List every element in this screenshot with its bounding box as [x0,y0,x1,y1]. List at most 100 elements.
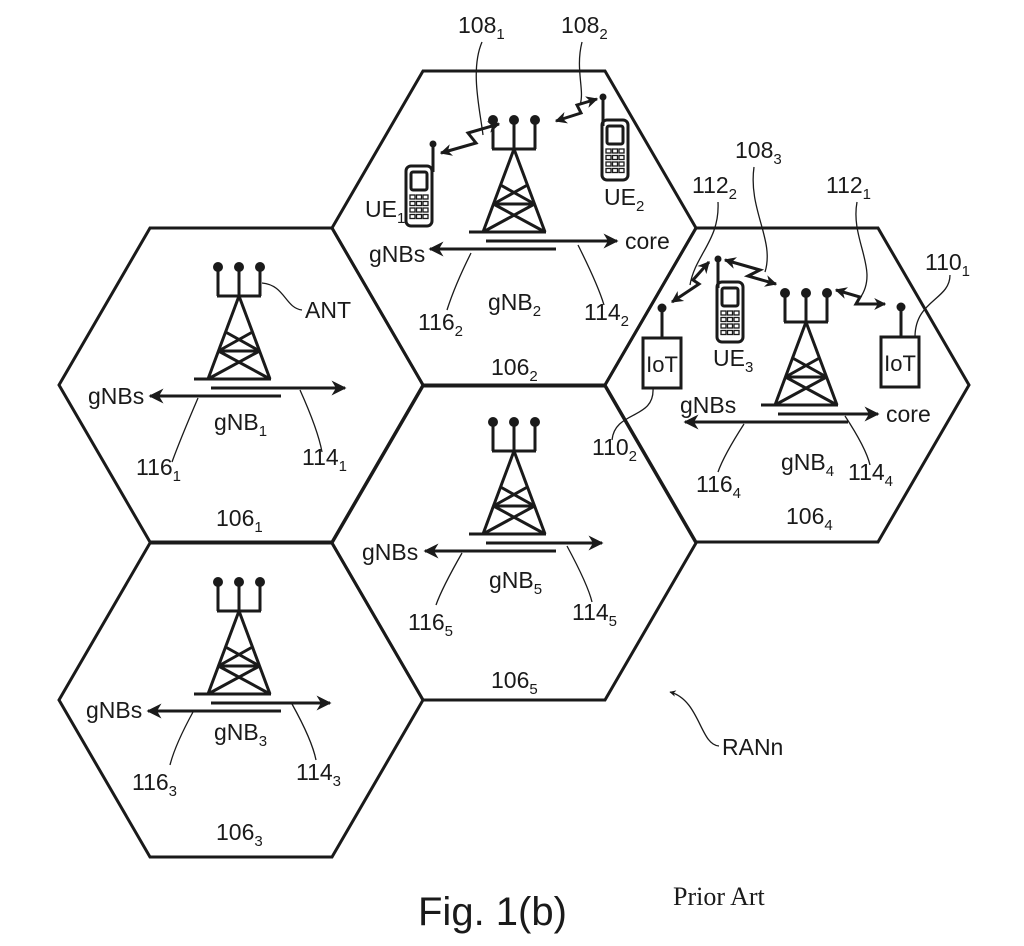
antenna-dot [234,262,244,272]
phone-key [733,323,740,329]
prior-art-note: Prior Art [673,882,766,911]
antenna-dot [780,288,790,298]
cell-id-label: 1061 [216,505,263,536]
tower-leg [512,148,547,233]
phone-screen [409,170,429,192]
gnb-label: gNB1 [214,409,267,440]
gnbs-label: gNBs [88,383,144,409]
radio-link-112-1 [834,287,887,310]
antenna-dot [213,262,223,272]
phone-key [605,161,612,167]
tower-brace [784,356,821,379]
phone-key [618,148,625,154]
ref-label-112: 1121 [826,172,871,203]
leader-line [752,166,768,273]
leader-line [717,423,745,473]
tower-leg [206,295,241,380]
tower-leg [481,148,516,233]
phone-key [618,161,625,167]
ref-label-108: 1082 [561,12,608,43]
phone-icon-1 [404,140,437,228]
phone-key [726,329,734,336]
cell-id-label: 1064 [786,503,833,534]
ref-label-114: 1145 [572,599,617,630]
antenna-dot [509,115,519,125]
phone-key [733,329,740,336]
leader-line [169,711,194,766]
phone-key [605,167,612,174]
iot-device-icon-2: IoT [641,303,683,390]
tower-brace [492,504,546,536]
phone-key [618,167,625,174]
gnbs-label: gNBs [680,392,736,418]
tower-brace [207,349,261,381]
ue-label: UE2 [604,184,644,215]
phone-screen [605,124,625,146]
radio-link-108-3 [723,257,778,287]
tower-leg [804,321,839,406]
phone-key [605,154,612,161]
ref-label-116: 1161 [136,454,181,485]
phone-body [600,118,630,182]
phone-key [720,316,727,323]
core-label: core [625,228,670,254]
phone-body [404,164,434,228]
gnb-tower-icon-5 [469,417,547,536]
ref-label-114: 1144 [848,459,893,490]
ref-label-108: 1083 [735,137,782,168]
leader-line [475,41,484,136]
gnb-label: gNB5 [489,567,542,598]
leader-line [446,252,472,311]
phone-key [611,161,619,167]
phone-key [605,148,612,154]
tower-leg [773,321,808,406]
tower-brace [217,330,254,353]
leader-line [577,244,605,306]
tower-brace [217,645,254,668]
antenna-dot [530,115,540,125]
tower-brace [217,349,271,381]
gnb-tower-icon-2 [469,115,547,234]
ref-label-110: 1101 [925,249,970,280]
ref-label-108: 1081 [458,12,505,43]
phone-key [415,213,423,220]
phone-key [733,316,740,323]
phone-key [726,310,734,316]
tower-brace [492,485,529,508]
phone-key [726,323,734,329]
ue-label: UE1 [365,196,405,227]
iot-antenna-tip [657,303,667,313]
ue-label: UE3 [713,345,753,376]
gnb-label: gNB4 [781,449,834,480]
ran-label: RANn [722,734,783,760]
tower-brace [492,202,546,234]
tower-brace [482,504,536,536]
ref-label-114: 1141 [302,444,347,475]
phone-antenna-tip [429,140,437,148]
leader-line [566,545,593,603]
antenna-dot [255,262,265,272]
ref-label-114: 1142 [584,299,629,330]
gnb-tower-icon-4 [761,288,839,407]
cell-id-label: 1062 [491,354,538,385]
cell-id-label: 1063 [216,819,263,850]
antenna-dot [213,577,223,587]
gnb-label: gNB2 [488,289,541,320]
gnb-tower-icon-1 [194,262,272,381]
phone-key [733,310,740,316]
radio-link-108-1 [439,121,501,156]
leader-line [291,703,317,761]
tower-brace [224,645,261,668]
ref-label-114: 1143 [296,759,341,790]
phone-key [422,207,429,213]
iot-device-icon-1: IoT [879,302,921,389]
leader-line [299,389,323,453]
antenna-dot [488,417,498,427]
antenna-label: ANT [305,297,351,323]
core-label: core [886,401,931,427]
radio-link-112-2 [671,261,711,304]
phone-key [720,329,727,336]
phone-key [726,316,734,323]
phone-key [720,323,727,329]
leader-line [261,282,303,311]
